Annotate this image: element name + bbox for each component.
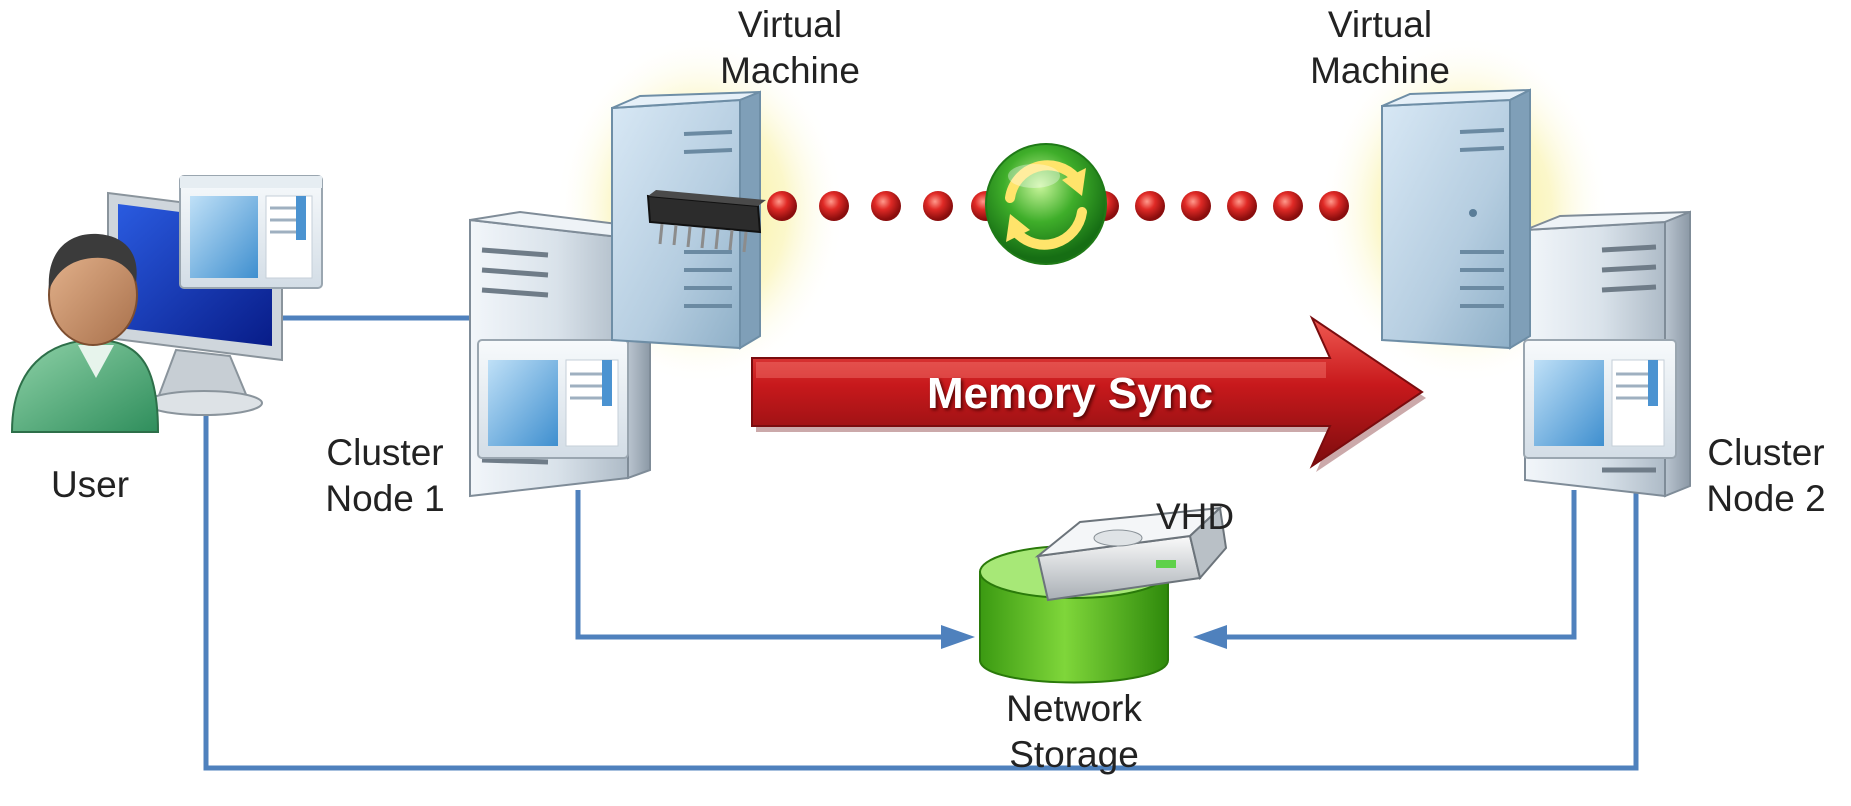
memory-sync-label: Memory Sync [850, 370, 1290, 418]
user-workstation [10, 175, 323, 433]
virtual-machine-right [1381, 88, 1531, 350]
vm-left-label-line1: Virtual [737, 4, 843, 45]
vm-left-label: Virtual Machine [700, 2, 880, 94]
cluster-node-2-server [1523, 210, 1691, 498]
sync-bead [923, 191, 953, 221]
sync-bead [1181, 191, 1211, 221]
arrowhead-into-storage-left [941, 625, 975, 649]
vhd-label-text: VHD [1155, 496, 1235, 537]
window-icon [477, 339, 629, 459]
connector-arrowheads [941, 625, 1227, 649]
memory-sync-label-text: Memory Sync [926, 369, 1214, 418]
cluster-node-1-server [469, 210, 654, 498]
cluster-node-2-label-line1: Cluster [1707, 432, 1825, 473]
connector-node2-storage [1213, 490, 1577, 640]
user-label: User [30, 462, 150, 508]
hard-disk-icon [1034, 505, 1228, 602]
vm-right-label-line2: Machine [1310, 50, 1450, 91]
arrowhead-into-storage-right [1193, 625, 1227, 649]
memory-sync-arrow [751, 315, 1426, 472]
sync-bead [1227, 191, 1257, 221]
connector-node1-storage [575, 490, 955, 640]
user-label-text: User [50, 464, 130, 505]
virtual-machine-left [611, 90, 766, 350]
vhd-label: VHD [1140, 494, 1250, 540]
sync-bead [1273, 191, 1303, 221]
cluster-node-1-label-line2: Node 1 [325, 478, 445, 519]
sync-bead [767, 191, 797, 221]
cluster-node-1-label: Cluster Node 1 [300, 430, 470, 522]
cluster-node-2-label: Cluster Node 2 [1686, 430, 1846, 522]
vm-left-label-line2: Machine [720, 50, 860, 91]
server-tower-icon [1381, 88, 1531, 350]
memory-chip-icon [646, 190, 766, 253]
cluster-node-2-label-line2: Node 2 [1706, 478, 1826, 519]
connector-lines [203, 315, 1639, 771]
window-icon [1523, 339, 1677, 459]
network-storage [979, 505, 1228, 684]
network-storage-label-line2: Storage [1009, 734, 1139, 775]
network-storage-label-line1: Network [1006, 688, 1142, 729]
sync-refresh-icon [985, 143, 1107, 265]
sync-bead [1319, 191, 1349, 221]
vm-right-label: Virtual Machine [1290, 2, 1470, 94]
connector-user-node2 [203, 410, 1639, 771]
sync-bead [819, 191, 849, 221]
vm-right-label-line1: Virtual [1327, 4, 1433, 45]
user-person-icon [10, 233, 160, 433]
sync-bead [871, 191, 901, 221]
cluster-node-1-label-line1: Cluster [326, 432, 444, 473]
window-icon [179, 175, 323, 289]
network-storage-label: Network Storage [974, 686, 1174, 778]
sync-bead [1135, 191, 1165, 221]
